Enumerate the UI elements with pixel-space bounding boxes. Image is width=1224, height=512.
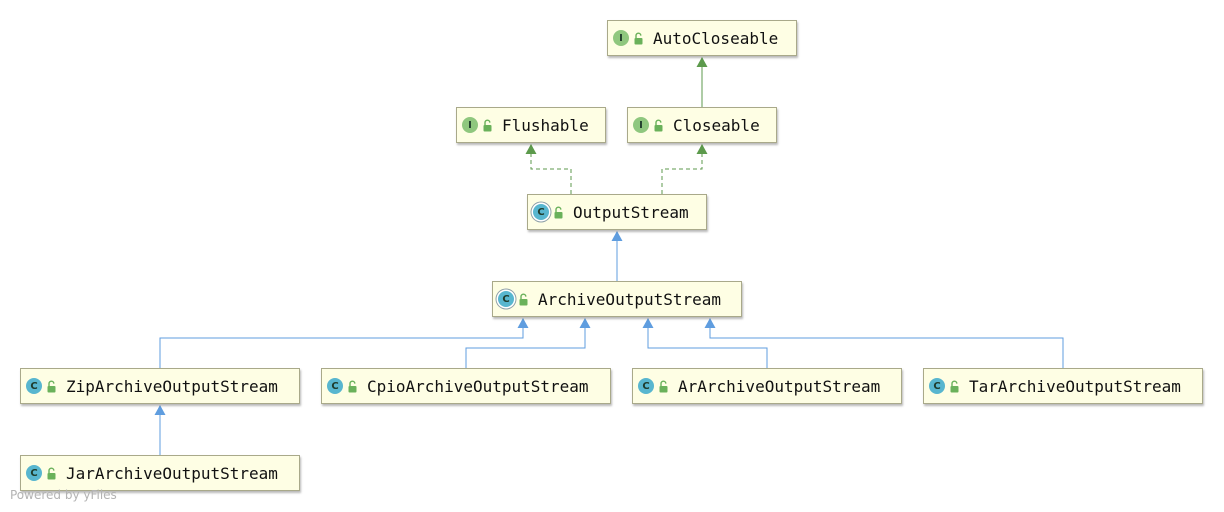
interface-icon: I: [633, 117, 649, 133]
public-visibility-icon: [950, 380, 959, 393]
class-node-ziparchiveoutputstream[interactable]: C ZipArchiveOutputStream: [20, 368, 300, 404]
class-name: AutoCloseable: [653, 28, 779, 48]
public-visibility-icon: [348, 380, 357, 393]
public-visibility-icon: [47, 467, 56, 480]
public-visibility-icon: [554, 206, 563, 219]
class-name: ArchiveOutputStream: [538, 289, 722, 309]
interface-icon: I: [613, 30, 629, 46]
class-name: Flushable: [502, 115, 589, 135]
class-node-flushable[interactable]: I Flushable: [456, 107, 606, 143]
inheritance-arrowhead: [517, 318, 529, 328]
public-visibility-icon: [519, 293, 528, 306]
class-name: OutputStream: [573, 202, 689, 222]
class-icon: C: [929, 378, 945, 394]
class-icon: C: [26, 378, 42, 394]
public-visibility-icon: [47, 380, 56, 393]
class-name: ArArchiveOutputStream: [678, 376, 881, 396]
interface-icon: I: [462, 117, 478, 133]
class-node-tararchiveoutputstream[interactable]: C TarArchiveOutputStream: [923, 368, 1203, 404]
class-node-cpioarchiveoutputstream[interactable]: C CpioArchiveOutputStream: [321, 368, 611, 404]
inheritance-arrowhead: [696, 57, 708, 67]
class-icon: C: [327, 378, 343, 394]
class-icon: C: [638, 378, 654, 394]
edge-cpio-to-archiveoutputstream: [465, 327, 586, 368]
abstract-class-icon: C: [498, 291, 514, 307]
edge-ar-to-archiveoutputstream: [647, 327, 768, 368]
public-visibility-icon: [483, 119, 492, 132]
class-name: TarArchiveOutputStream: [969, 376, 1181, 396]
public-visibility-icon: [659, 380, 668, 393]
edge-outputstream-to-closeable: [661, 153, 703, 194]
class-icon: C: [26, 465, 42, 481]
yfiles-watermark: Powered by yFiles: [10, 488, 117, 502]
edge-outputstream-to-flushable: [530, 153, 572, 194]
class-name: CpioArchiveOutputStream: [367, 376, 589, 396]
inheritance-arrowhead: [154, 405, 166, 415]
class-node-autocloseable[interactable]: I AutoCloseable: [607, 20, 797, 56]
class-name: ZipArchiveOutputStream: [66, 376, 278, 396]
inheritance-arrowhead: [611, 231, 623, 241]
inheritance-arrowhead: [696, 144, 708, 154]
class-node-ararchiveoutputstream[interactable]: C ArArchiveOutputStream: [632, 368, 902, 404]
edge-tar-to-archiveoutputstream: [709, 327, 1064, 368]
class-node-jararchiveoutputstream[interactable]: C JarArchiveOutputStream: [20, 455, 300, 491]
class-name: JarArchiveOutputStream: [66, 463, 278, 483]
public-visibility-icon: [654, 119, 663, 132]
inheritance-arrowhead: [579, 318, 591, 328]
class-name: Closeable: [673, 115, 760, 135]
inheritance-arrowhead: [642, 318, 654, 328]
public-visibility-icon: [634, 32, 643, 45]
class-node-outputstream[interactable]: C OutputStream: [527, 194, 707, 230]
class-node-closeable[interactable]: I Closeable: [627, 107, 777, 143]
inheritance-arrowhead: [704, 318, 716, 328]
abstract-class-icon: C: [533, 204, 549, 220]
class-node-archiveoutputstream[interactable]: C ArchiveOutputStream: [492, 281, 742, 317]
edge-zip-to-archiveoutputstream: [159, 327, 524, 368]
inheritance-arrowhead: [525, 144, 537, 154]
